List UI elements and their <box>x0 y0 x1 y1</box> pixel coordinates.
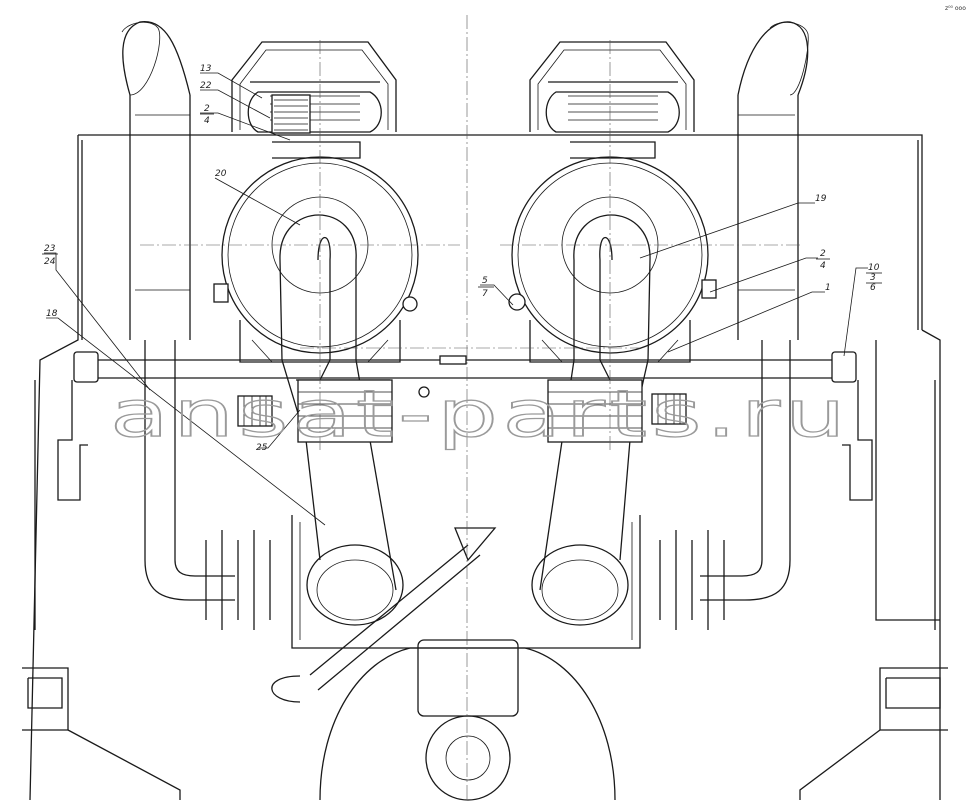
engine-lower <box>205 515 725 801</box>
watermark-text: ansat-parts.ru <box>110 378 850 452</box>
intake-pipe-right <box>531 214 651 626</box>
callout-1: 1 <box>825 283 831 293</box>
callout-23: 23 <box>44 244 56 254</box>
callout-2-top: 2 <box>204 104 210 114</box>
exhaust-pipe-left <box>121 21 235 601</box>
intake-pipe-left <box>279 214 404 626</box>
callout-4-top: 4 <box>204 116 210 126</box>
callout-2-right: 2 <box>820 249 826 259</box>
corner-mark: z⁰⁰ ооо <box>945 5 966 12</box>
callout-5: 5 <box>482 276 488 286</box>
crossbar <box>57 351 873 501</box>
axis-lines <box>140 15 800 800</box>
body-outline <box>22 134 948 801</box>
callout-3: 3 <box>870 273 876 283</box>
leader-lines <box>44 72 868 526</box>
air-cleaner-housing-left <box>213 156 419 363</box>
callout-19: 19 <box>815 194 827 204</box>
callout-18: 18 <box>46 309 58 319</box>
callout-7: 7 <box>482 289 488 299</box>
callout-22: 22 <box>200 81 212 91</box>
callout-20: 20 <box>215 169 227 179</box>
callout-24: 24 <box>44 257 56 267</box>
air-cleaner-cap-left <box>231 41 397 159</box>
callout-6: 6 <box>870 283 876 293</box>
callout-4-right: 4 <box>820 261 826 271</box>
air-cleaner-cap-right <box>529 41 695 159</box>
callout-10: 10 <box>868 263 880 273</box>
exhaust-pipe-right <box>700 21 809 601</box>
callout-25: 25 <box>256 443 268 453</box>
callouts: 13 22 2 4 20 19 23 24 18 5 7 2 4 10 3 6 … <box>42 64 882 453</box>
callout-13: 13 <box>200 64 212 74</box>
